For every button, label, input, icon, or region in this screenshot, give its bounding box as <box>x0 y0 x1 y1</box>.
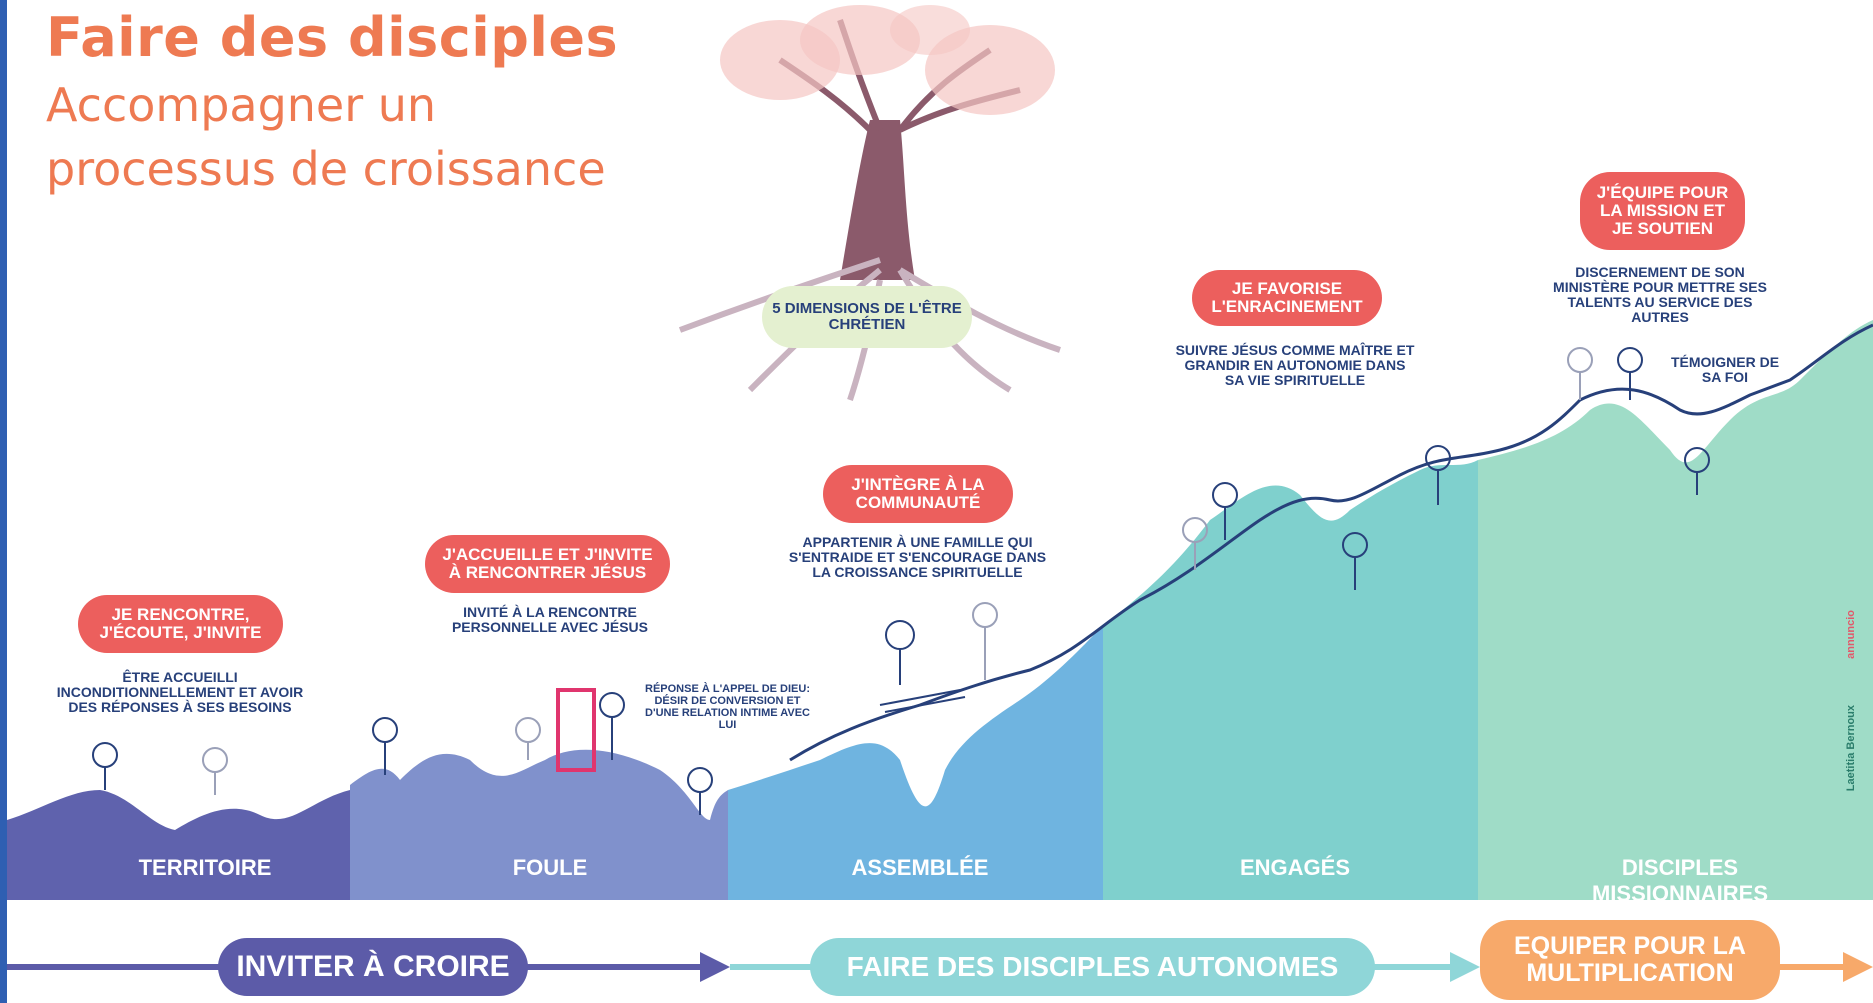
stage-2-description: Invité à la rencontre personnelle avec J… <box>451 604 649 635</box>
arrow-pill-inviter: Inviter à croire <box>218 938 528 996</box>
band-disciples-missionnaires <box>1478 320 1873 900</box>
tree-label: 5 dimensions de l'être chrétien <box>762 286 972 348</box>
band-label-territoire: Territoire <box>138 855 272 880</box>
stage-1-description: Être accueilli inconditionnellement et a… <box>56 669 304 715</box>
arrow-pill-equiper: Equiper pour la multiplication <box>1480 920 1780 1000</box>
band-label-disciples-missionnaires: Disciples missionnaires <box>1591 855 1769 906</box>
stage-3-description: Appartenir à une famille qui s'entraide … <box>788 534 1047 580</box>
figures <box>92 347 1710 815</box>
subtitle-line-2: processus de croissance <box>46 142 606 196</box>
arrow-pill-faire-disciples: Faire des disciples autonomes <box>810 938 1375 996</box>
artist-credit: Laetitia Bernoux <box>1845 705 1857 792</box>
arrow-head-1 <box>700 952 730 982</box>
arrow-head-3 <box>1843 952 1873 982</box>
stage-5-pill: J'équipe pour la mission et je soutien <box>1580 172 1745 250</box>
stage-5-description: Discernement de son ministère pour mettr… <box>1553 264 1767 325</box>
band-label-foule: Foule <box>512 855 588 880</box>
arrow-head-2 <box>1450 952 1480 982</box>
band-territoire <box>7 790 350 900</box>
band-label-assemblee: Assemblée <box>851 855 989 880</box>
stage-5-extra: Témoigner de sa foi <box>1670 354 1780 385</box>
band-foule <box>350 749 728 900</box>
stage-1-pill: Je rencontre, j'écoute, j'invite <box>78 595 283 653</box>
stage-3-pill: J'intègre à la communauté <box>823 465 1013 523</box>
main-title: Faire des disciples <box>46 6 619 69</box>
stage-2-extra: Réponse à l'appel de Dieu: désir de conv… <box>645 683 810 731</box>
stage-2-pill: J'accueille et j'invite à rencontrer Jés… <box>425 535 670 593</box>
growth-path <box>789 323 1873 762</box>
stage-4-pill: Je favorise l'enracinement <box>1192 270 1382 326</box>
band-label-engages: Engagés <box>1239 855 1351 880</box>
subtitle-line-1: Accompagner un <box>46 78 437 132</box>
ladder-illustration <box>879 689 966 713</box>
band-assemblee <box>728 625 1103 900</box>
stage-4-description: Suivre Jésus comme maître et grandir en … <box>1175 342 1415 388</box>
door-illustration <box>556 688 596 772</box>
left-edge-bar <box>0 0 7 1003</box>
band-engages <box>1103 460 1478 900</box>
brand-credit: annuncio <box>1845 610 1857 659</box>
